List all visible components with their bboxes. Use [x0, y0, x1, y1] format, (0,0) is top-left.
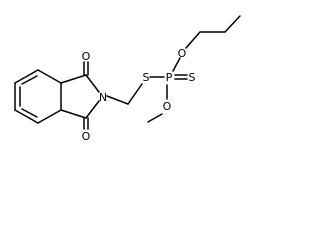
atom-n: N	[99, 91, 107, 104]
bond-o-c1	[185, 31, 201, 49]
atom-o-carbonyl-top: O	[82, 50, 91, 63]
atom-s-thiono: S	[189, 71, 196, 84]
bond-ring-inner-bottom	[21, 108, 38, 118]
bond-c2-c3	[224, 15, 241, 33]
bond-ch2-s	[127, 83, 143, 105]
bond-n-ch2	[106, 95, 129, 105]
bond-ring-3	[14, 109, 39, 124]
imide-ring	[60, 61, 100, 130]
bond-p-o-propoxy	[172, 57, 181, 72]
benzene-ring	[14, 69, 62, 124]
atom-s-thioether: S	[143, 71, 150, 84]
bond-c1-ctop	[60, 74, 87, 84]
bond-ring-inner-top	[21, 75, 38, 85]
bond-c2-cbot	[60, 109, 87, 119]
atom-o-propoxy: O	[178, 47, 187, 60]
atom-labels: O O N S P S O O	[82, 47, 196, 143]
bond-ring-5	[14, 69, 39, 84]
side-chain	[106, 15, 241, 123]
chemical-structure-diagram: O O N S P S O O	[14, 15, 241, 143]
bond-o-methyl	[147, 113, 163, 123]
structure-canvas: O O N S P S O O	[14, 15, 241, 143]
bond-ctop-n	[85, 74, 100, 93]
atom-o-methoxy: O	[163, 100, 172, 113]
bond-cbot-n	[85, 100, 100, 119]
bond-ring-2	[37, 109, 62, 124]
atom-p: P	[166, 71, 173, 84]
bond-ring-6	[37, 69, 62, 84]
atom-o-carbonyl-bottom: O	[82, 130, 91, 143]
